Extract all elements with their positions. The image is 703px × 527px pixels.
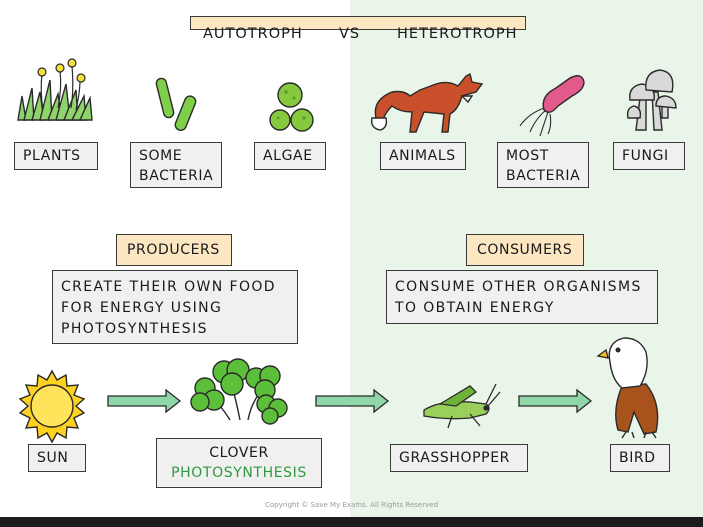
clover-label: CLOVER PHOTOSYNTHESIS xyxy=(156,438,322,488)
consumers-description: CONSUME OTHER ORGANISMS TO OBTAIN ENERGY xyxy=(386,270,658,324)
plants-label: PLANTS xyxy=(14,142,98,170)
producers-description: CREATE THEIR OWN FOOD FOR ENERGY USING P… xyxy=(52,270,298,344)
bottom-bar xyxy=(0,517,703,527)
producers-label: PRODUCERS xyxy=(116,234,232,266)
sun-icon xyxy=(18,369,86,444)
some-bacteria-label: SOME BACTERIA xyxy=(130,142,222,188)
fungi-label: FUNGI xyxy=(613,142,685,170)
bacteria-rods-icon xyxy=(155,77,197,131)
algae-label: ALGAE xyxy=(254,142,326,170)
animals-label: ANIMALS xyxy=(380,142,466,170)
bird-label: BIRD xyxy=(610,444,670,472)
copyright-notice: Copyright © Save My Exams. All Rights Re… xyxy=(264,501,439,509)
arrow-grasshopper-to-bird xyxy=(518,388,593,414)
plants-icon xyxy=(17,58,93,121)
consumers-label: CONSUMERS xyxy=(466,234,584,266)
sun-label: SUN xyxy=(28,444,86,472)
most-bacteria-label: MOST BACTERIA xyxy=(497,142,589,188)
flagellated-bacterium-icon xyxy=(519,75,585,137)
fox-icon xyxy=(370,72,484,133)
eagle-icon xyxy=(596,337,659,439)
arrow-sun-to-clover xyxy=(107,388,182,414)
autotroph-label: AUTOTROPH xyxy=(203,26,303,42)
grasshopper-label: GRASSHOPPER xyxy=(390,444,528,472)
heterotroph-label: HETEROTROPH xyxy=(397,26,518,42)
vs-label: VS xyxy=(339,26,361,42)
mushrooms-icon xyxy=(626,69,677,131)
arrow-clover-to-grasshopper xyxy=(315,388,390,414)
title-banner: AUTOTROPH VS HETEROTROPH xyxy=(190,16,526,42)
photosynthesis-label: PHOTOSYNTHESIS xyxy=(171,465,307,481)
clover-icon xyxy=(190,358,288,425)
algae-icon xyxy=(269,82,314,132)
grasshopper-icon xyxy=(423,383,501,429)
